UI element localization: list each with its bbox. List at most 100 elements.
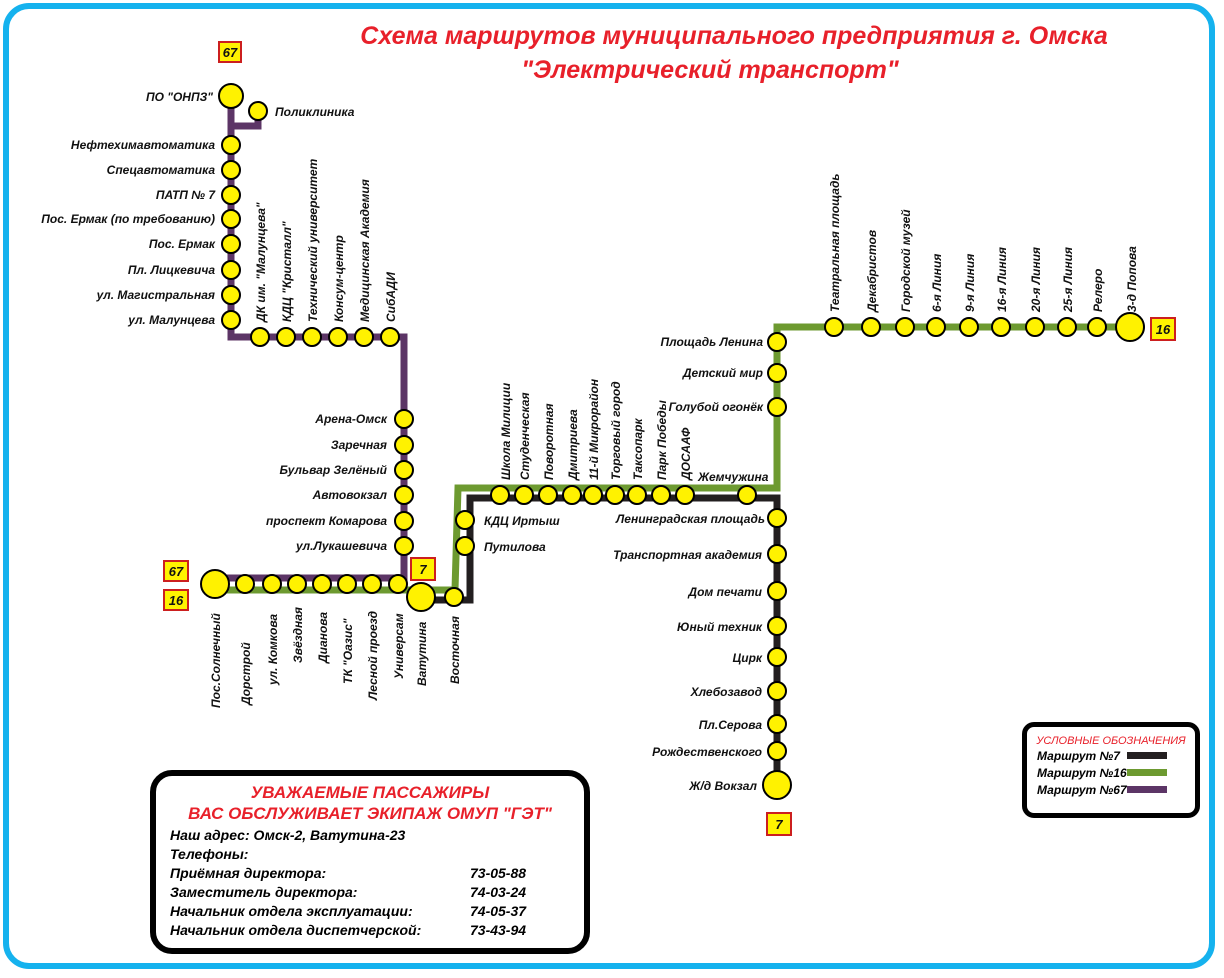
stop-marker-gor-muzey	[895, 317, 915, 337]
contact-row: Начальник отдела диспетчерской: 73-43-94	[170, 921, 584, 940]
stop-label-taksopark: Таксопарк	[631, 418, 645, 480]
contact-role: Приёмная директора:	[170, 865, 327, 881]
stop-marker-goluboy	[767, 397, 787, 417]
stop-label-gor-muzey: Городской музей	[899, 209, 913, 312]
stop-label-dianova: Дианова	[316, 612, 330, 664]
stop-label-dosaaf: ДОСААФ	[679, 427, 693, 481]
stop-label-ermak: Пос. Ермак	[149, 237, 216, 251]
contact-row: Заместитель директора: 74-03-24	[170, 883, 584, 902]
stop-label-vostochnaya: Восточная	[448, 616, 462, 684]
stop-marker-litskevicha	[221, 260, 241, 280]
map-title-line-2: "Электрический транспорт"	[521, 56, 900, 84]
stop-label-ermak-req: Пос. Ермак (по требованию)	[41, 212, 215, 226]
stop-marker-avtovokzal	[394, 485, 414, 505]
stop-label-onpz: ПО "ОНПЗ"	[146, 90, 213, 104]
stop-label-solnechny: Пос.Солнечный	[209, 612, 223, 708]
stop-label-liniya16: 16-я Линия	[995, 247, 1009, 312]
contact-phone: 73-43-94	[470, 922, 527, 938]
stop-marker-relero	[1087, 317, 1107, 337]
route-badge-label-b67-left: 67	[169, 564, 184, 579]
stop-label-maluntseva: ул. Малунцева	[127, 313, 215, 327]
legend-item-route-7: Маршрут №7	[1037, 747, 1195, 764]
stop-label-dk-maluntseva: ДК им. "Малунцева"	[254, 202, 268, 323]
stop-label-lukashevicha: ул.Лукашевича	[295, 539, 387, 553]
stop-label-tsirk: Цирк	[733, 651, 763, 665]
route-badge-b7-bottom	[766, 812, 792, 836]
stop-marker-poliklinika	[248, 101, 268, 121]
stop-label-serova: Пл.Серова	[699, 718, 763, 732]
stop-marker-lukashevicha	[394, 536, 414, 556]
stop-label-khlebozavod: Хлебозавод	[690, 685, 762, 699]
stop-marker-leningradskaya	[767, 508, 787, 528]
stop-label-dmitrieva: Дмитриева	[566, 409, 580, 481]
stop-label-poliklinika: Поликлиника	[275, 105, 355, 119]
stop-marker-mikrorayon11	[583, 485, 603, 505]
route-badge-label-b67-top: 67	[223, 45, 238, 60]
info-address: Наш адрес: Омск-2, Ватутина-23	[170, 827, 406, 843]
stop-marker-sibadi	[380, 327, 400, 347]
contact-row: Приёмная директора:73-05-88	[170, 864, 584, 883]
legend-swatch	[1127, 769, 1167, 776]
stop-label-putilova: Путилова	[484, 540, 546, 554]
stop-label-rozhdestvenskogo: Рождественского	[652, 745, 762, 759]
stop-marker-oazis	[337, 574, 357, 594]
legend-item-route-67: Маршрут №67	[1037, 781, 1195, 798]
stop-marker-vostochnaya	[444, 587, 464, 607]
stop-marker-ermak	[221, 234, 241, 254]
stop-marker-onpz	[218, 83, 244, 109]
stop-marker-popova3	[1115, 312, 1145, 342]
stop-marker-solnechny	[200, 569, 230, 599]
contact-role: Заместитель директора:	[170, 884, 358, 900]
stop-marker-serova	[767, 714, 787, 734]
stop-marker-arena	[394, 409, 414, 429]
stop-marker-zvezdnaya	[287, 574, 307, 594]
stop-marker-vatutina	[406, 582, 436, 612]
stop-marker-dianova	[312, 574, 332, 594]
legend-title: УСЛОВНЫЕ ОБОЗНАЧЕНИЯ	[1036, 735, 1186, 747]
stop-marker-studencheskaya	[514, 485, 534, 505]
stop-label-detsky-mir: Детский мир	[682, 366, 763, 380]
stop-label-magistralnaya: ул. Магистральная	[96, 288, 215, 302]
stop-marker-lesnoy	[362, 574, 382, 594]
stop-marker-med-akademiya	[354, 327, 374, 347]
route-badge-b16-right	[1150, 317, 1176, 341]
stop-label-yuny-tekhnik: Юный техник	[677, 620, 763, 634]
contact-role: Начальник отдела диспетчерской:	[170, 922, 422, 938]
stop-marker-zhemchuzhina	[737, 485, 757, 505]
stop-marker-maluntseva	[221, 310, 241, 330]
stop-marker-liniya16	[991, 317, 1011, 337]
stop-label-patp7: ПАТП № 7	[156, 188, 216, 202]
map-legend: УСЛОВНЫЕ ОБОЗНАЧЕНИЯ Маршрут №7 Маршрут …	[1022, 722, 1200, 818]
stop-marker-shkola-militsii	[490, 485, 510, 505]
stop-label-dorstroy: Дорстрой	[239, 642, 253, 706]
stop-label-vatutina: Ватутина	[415, 621, 429, 686]
stop-label-arena: Арена-Омск	[314, 412, 388, 426]
stop-label-lenina: Площадь Ленина	[661, 335, 764, 349]
stop-marker-detsky-mir	[767, 363, 787, 383]
stop-marker-zarechnaya	[394, 435, 414, 455]
map-frame	[3, 3, 1215, 969]
contact-phone: 74-03-24	[470, 884, 527, 900]
stop-marker-komkova	[262, 574, 282, 594]
stop-label-zvezdnaya: Звёздная	[291, 607, 305, 663]
stop-marker-park-pobedy	[651, 485, 671, 505]
legend-swatch	[1127, 786, 1167, 793]
stop-label-povorotnaya: Поворотная	[542, 403, 556, 480]
stop-label-komarova: проспект Комарова	[266, 514, 387, 528]
stop-marker-konsum	[328, 327, 348, 347]
stop-marker-liniya25	[1057, 317, 1077, 337]
stop-marker-kdc-kristall	[276, 327, 296, 347]
stop-marker-liniya20	[1025, 317, 1045, 337]
stop-marker-rozhdestvenskogo	[767, 741, 787, 761]
stop-label-vokzal: Ж/д Вокзал	[688, 779, 757, 793]
stop-marker-dmitrieva	[562, 485, 582, 505]
stop-marker-dekabristov	[861, 317, 881, 337]
stop-marker-patp7	[221, 185, 241, 205]
map-title-line-1: Схема маршрутов муниципального предприят…	[360, 22, 1108, 50]
stop-marker-lenina	[767, 332, 787, 352]
info-heading-2: ВАС ОБСЛУЖИВАЕТ ЭКИПАЖ ОМУП "ГЭТ"	[188, 804, 552, 823]
stop-marker-transport-akad	[767, 544, 787, 564]
stop-label-goluboy: Голубой огонёк	[669, 400, 764, 414]
passenger-info-panel: УВАЖАЕМЫЕ ПАССАЖИРЫ ВАС ОБСЛУЖИВАЕТ ЭКИП…	[150, 770, 590, 954]
stop-marker-neftekhim	[221, 135, 241, 155]
